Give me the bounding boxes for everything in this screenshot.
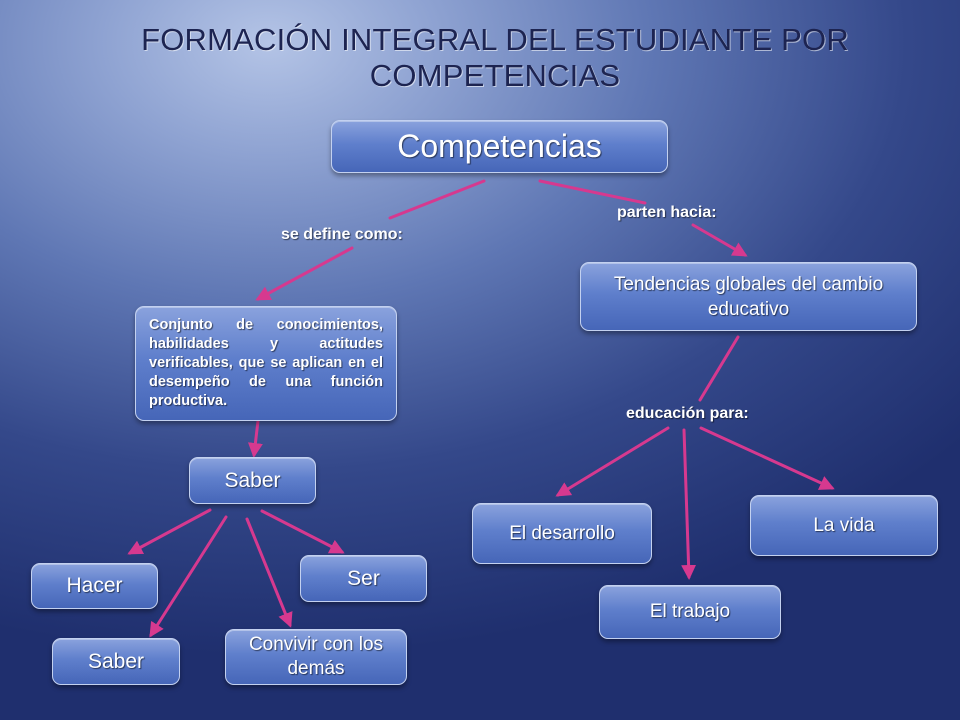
node-definition: Conjunto de conocimientos, habilidades y… bbox=[135, 306, 397, 421]
node-desarrollo-label: El desarrollo bbox=[509, 522, 615, 544]
arrow-saber-to-ser bbox=[260, 509, 345, 554]
arrow-educacion-to-desarrollo bbox=[555, 426, 670, 497]
node-saber-bottom: Saber bbox=[52, 638, 180, 685]
arrow-tendencias-to-educacion bbox=[698, 335, 740, 402]
node-hacer-label: Hacer bbox=[66, 574, 123, 597]
node-vida-label: La vida bbox=[813, 514, 875, 536]
label-se-define-como: se define como: bbox=[281, 226, 403, 243]
label-educacion-para: educación para: bbox=[626, 405, 749, 422]
node-saber-top: Saber bbox=[189, 457, 316, 504]
node-competencias: Competencias bbox=[331, 120, 668, 173]
node-definition-text: Conjunto de conocimientos, habilidades y… bbox=[149, 317, 383, 409]
node-ser: Ser bbox=[300, 555, 427, 602]
page-title: FORMACIÓN INTEGRAL DEL ESTUDIANTE POR CO… bbox=[100, 22, 890, 94]
node-competencias-label: Competencias bbox=[397, 128, 602, 164]
arrow-saber-to-convivir bbox=[245, 517, 293, 628]
node-tendencias-label: Tendencias globales del cambio educativo bbox=[613, 273, 884, 320]
node-ser-label: Ser bbox=[347, 566, 380, 590]
title-line-1: FORMACIÓN INTEGRAL DEL ESTUDIANTE POR bbox=[141, 22, 849, 57]
node-hacer: Hacer bbox=[31, 563, 158, 609]
arrow-competencias-to-parten bbox=[538, 179, 647, 205]
node-tendencias: Tendencias globales del cambio educativo bbox=[580, 262, 917, 331]
node-vida: La vida bbox=[750, 495, 938, 556]
arrow-definition-to-saber bbox=[247, 419, 263, 458]
arrow-parten-to-tendencias bbox=[691, 223, 748, 257]
node-trabajo: El trabajo bbox=[599, 585, 781, 639]
node-desarrollo: El desarrollo bbox=[472, 503, 652, 564]
arrow-label-to-definition bbox=[255, 246, 354, 301]
label-parten-hacia: parten hacia: bbox=[617, 204, 717, 221]
node-saber-bottom-label: Saber bbox=[87, 649, 145, 673]
arrow-saber-to-hacer bbox=[127, 508, 212, 555]
arrow-educacion-to-vida bbox=[699, 426, 835, 490]
title-line-2: COMPETENCIAS bbox=[369, 58, 621, 93]
arrow-educacion-to-trabajo bbox=[681, 428, 697, 580]
node-convivir-label: Convivir con los demás bbox=[248, 634, 384, 679]
arrow-competencias-to-label bbox=[388, 179, 486, 220]
arrow-saber-to-saber-bottom bbox=[149, 515, 228, 638]
node-convivir: Convivir con los demás bbox=[225, 629, 407, 685]
node-trabajo-label: El trabajo bbox=[649, 601, 731, 622]
node-saber-top-label: Saber bbox=[224, 468, 281, 492]
